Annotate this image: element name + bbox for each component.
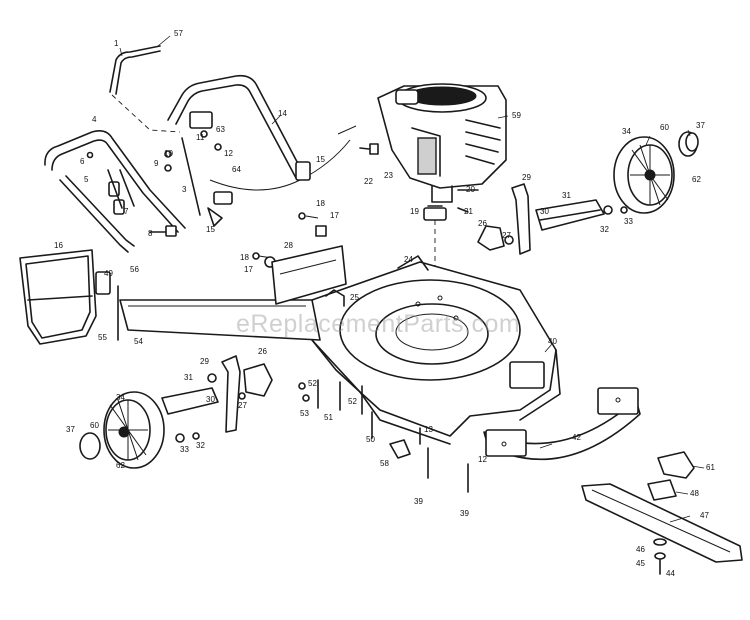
callout-26-right: 26: [478, 219, 487, 228]
callout-54: 54: [134, 337, 143, 346]
callout-15-lower: 15: [206, 225, 215, 234]
callout-49: 49: [104, 269, 113, 278]
callout-60-right: 60: [660, 123, 669, 132]
grass-catcher-frame-part: [19, 249, 119, 345]
callout-64: 64: [232, 165, 241, 174]
callout-24: 24: [404, 255, 413, 264]
callout-13: 13: [424, 425, 433, 434]
callout-39-right: 39: [460, 509, 469, 518]
callout-29-left: 29: [200, 357, 209, 366]
callout-28: 28: [284, 241, 293, 250]
callout-27-left: 27: [238, 401, 247, 410]
deck-baffle-part: [483, 387, 641, 461]
callout-52-left: 52: [308, 379, 317, 388]
callout-30-left: 30: [206, 395, 215, 404]
callout-6: 6: [80, 157, 85, 166]
callout-58: 58: [380, 459, 389, 468]
callout-1: 1: [114, 39, 119, 48]
callout-47: 47: [700, 511, 709, 520]
engine-part: [377, 83, 507, 203]
callout-51: 51: [324, 413, 333, 422]
callout-44: 44: [666, 569, 675, 578]
callout-5: 5: [84, 175, 89, 184]
upper-handle-part: [109, 45, 181, 133]
callout-57: 57: [174, 29, 183, 38]
right-wheel-part: [603, 131, 699, 215]
control-bail-part: [167, 74, 357, 216]
callout-labels: 1 57 4 14 11 63 12 9 10 6 5 7 3 64 15 15…: [54, 29, 715, 578]
callout-7: 7: [124, 207, 129, 216]
left-wheel-part: [79, 391, 200, 469]
callout-9: 9: [154, 159, 159, 168]
callout-59: 59: [512, 111, 521, 120]
callout-60-left: 60: [90, 421, 99, 430]
callout-12-lower: 12: [478, 455, 487, 464]
callout-20: 20: [466, 185, 475, 194]
callout-32-left: 32: [196, 441, 205, 450]
callout-18-lower: 18: [240, 253, 249, 262]
callout-21: 21: [464, 207, 473, 216]
callout-39-left: 39: [414, 497, 423, 506]
deck-hardware: [298, 379, 469, 493]
callout-8: 8: [148, 229, 153, 238]
callout-52-right: 52: [348, 397, 357, 406]
callout-62-right: 62: [692, 175, 701, 184]
callout-33-left: 33: [180, 445, 189, 454]
callout-17-upper: 17: [330, 211, 339, 220]
callout-26-left: 26: [258, 347, 267, 356]
callout-27-right: 27: [502, 231, 511, 240]
callout-17-lower: 17: [244, 265, 253, 274]
callout-37-right: 37: [696, 121, 705, 130]
callout-18-upper: 18: [316, 199, 325, 208]
callout-30-right: 30: [540, 207, 549, 216]
callout-19: 19: [410, 207, 419, 216]
mower-deck-part: [311, 255, 561, 445]
callout-46: 46: [636, 545, 645, 554]
callout-63: 63: [216, 125, 225, 134]
leader-lines: [119, 35, 705, 523]
callout-11: 11: [196, 133, 205, 142]
callout-50: 50: [366, 435, 375, 444]
callout-25: 25: [350, 293, 359, 302]
left-height-adjuster-part: [161, 355, 273, 433]
right-height-adjuster-part: [477, 183, 605, 255]
deck-bracket-part: [271, 245, 347, 305]
callout-45: 45: [636, 559, 645, 568]
lower-handle-part: [44, 130, 186, 253]
watermark-text: eReplacementParts.com: [236, 310, 521, 338]
callout-10: 10: [164, 149, 173, 158]
callout-40: 40: [548, 337, 557, 346]
callout-22: 22: [364, 177, 373, 186]
callout-56: 56: [130, 265, 139, 274]
callout-12: 12: [224, 149, 233, 158]
callout-55: 55: [98, 333, 107, 342]
callout-61: 61: [706, 463, 715, 472]
callout-14: 14: [278, 109, 287, 118]
callout-53: 53: [300, 409, 309, 418]
rear-door-part: [119, 299, 321, 341]
callout-34-right: 34: [622, 127, 631, 136]
callout-15-upper: 15: [316, 155, 325, 164]
callout-48: 48: [690, 489, 699, 498]
callout-16: 16: [54, 241, 63, 250]
callout-34-left: 34: [116, 393, 125, 402]
callout-33-right: 33: [624, 217, 633, 226]
callout-32-right: 32: [600, 225, 609, 234]
blade-assembly-part: [581, 451, 743, 575]
callout-29-right: 29: [522, 173, 531, 182]
callout-37-left: 37: [66, 425, 75, 434]
callout-31-left: 31: [184, 373, 193, 382]
callout-4: 4: [92, 115, 97, 124]
callout-23: 23: [384, 171, 393, 180]
callout-42: 42: [572, 433, 581, 442]
callout-3: 3: [182, 185, 187, 194]
callout-62-left: 62: [116, 461, 125, 470]
callout-31-right: 31: [562, 191, 571, 200]
